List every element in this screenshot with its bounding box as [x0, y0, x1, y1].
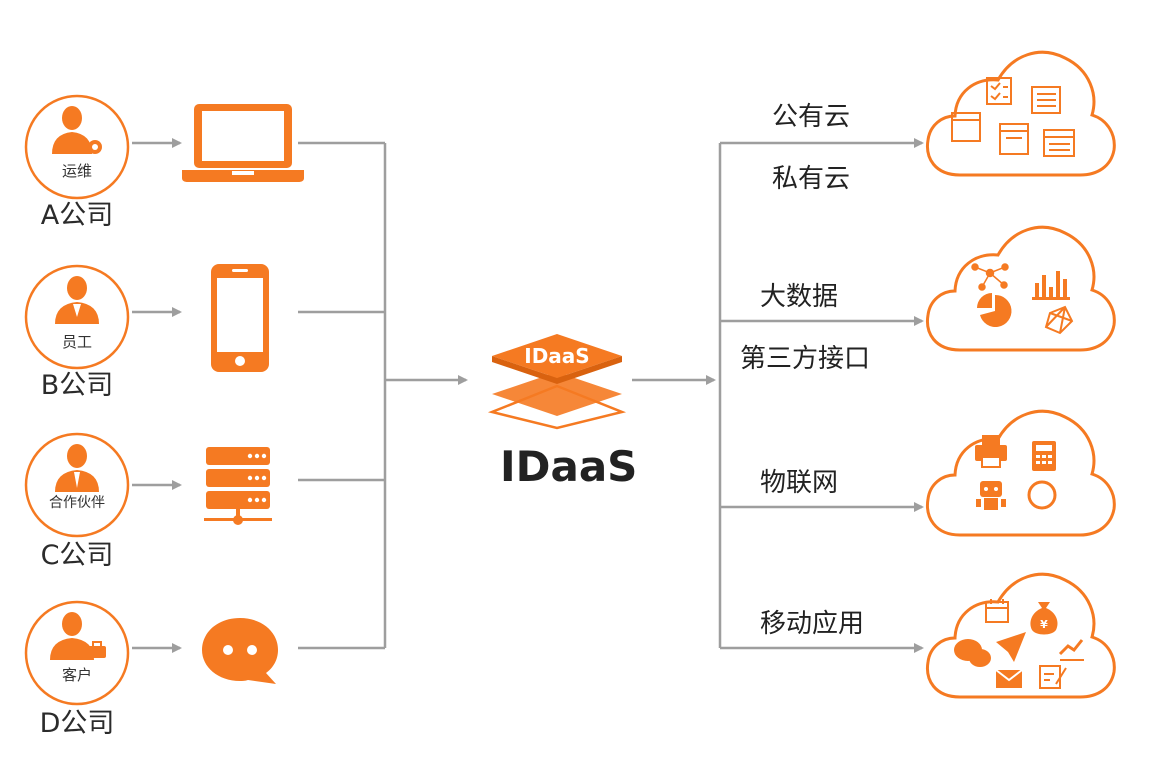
money-bag-icon: ¥	[1030, 602, 1058, 635]
target-label-iot: 物联网	[760, 468, 839, 498]
trend-chart-icon	[1058, 639, 1084, 661]
printer-icon	[975, 435, 1007, 468]
briefcase-icon	[88, 641, 106, 658]
molecule-icon	[1044, 305, 1074, 335]
idaas-logo-text: IDaaS	[524, 344, 589, 368]
company-label-a: A公司	[40, 200, 114, 231]
cloud-public-private	[925, 50, 1116, 177]
role-label-a: 运维	[61, 162, 92, 180]
pie-chart-icon	[977, 293, 1012, 327]
svg-text:¥: ¥	[1040, 618, 1048, 631]
cloud-bigdata-api	[925, 225, 1116, 352]
person-circle-c	[24, 432, 130, 538]
list-icon	[1031, 86, 1061, 114]
chat-bubble-icon	[202, 618, 278, 684]
idaas-caption: IDaaS	[500, 442, 638, 491]
target-label-private-cloud: 私有云	[772, 164, 851, 194]
person-icon	[55, 444, 99, 492]
person-circle-d	[24, 600, 130, 706]
role-label-b: 员工	[61, 333, 92, 351]
company-label-c: C公司	[40, 540, 114, 571]
smartwatch-icon	[1027, 480, 1057, 510]
calendar-icon	[985, 599, 1009, 623]
gear-icon	[88, 140, 102, 154]
target-label-third-party-api: 第三方接口	[740, 344, 871, 374]
laptop-icon	[182, 104, 304, 182]
mail-icon	[995, 669, 1023, 688]
smartphone-icon	[211, 264, 269, 372]
window-icon	[951, 112, 981, 142]
person-icon	[52, 106, 92, 154]
browser-icon	[999, 123, 1029, 155]
cloud-iot	[925, 409, 1116, 537]
edit-icon	[1039, 665, 1067, 689]
company-label-d: D公司	[39, 708, 115, 739]
wechat-icon	[954, 639, 991, 667]
person-icon	[50, 612, 94, 660]
checklist-icon	[986, 77, 1012, 105]
target-label-big-data: 大数据	[760, 282, 839, 312]
paper-plane-icon	[996, 632, 1026, 662]
bar-chart-icon	[1032, 271, 1070, 300]
server-icon	[204, 447, 272, 525]
cloud-mobile: ¥	[925, 572, 1116, 699]
person-icon	[55, 276, 99, 324]
robot-icon	[976, 481, 1006, 510]
role-label-c: 合作伙伴	[49, 495, 105, 511]
network-graph-icon	[971, 263, 1009, 291]
person-circle-a	[24, 94, 130, 200]
table-icon	[1043, 129, 1075, 157]
target-label-public-cloud: 公有云	[772, 102, 851, 132]
person-circle-b	[24, 264, 130, 370]
idaas-logo: IDaaS	[487, 334, 627, 430]
calculator-icon	[1032, 441, 1056, 471]
company-label-b: B公司	[40, 370, 114, 401]
target-label-mobile-apps: 移动应用	[760, 609, 865, 639]
role-label-d: 客户	[61, 666, 92, 684]
